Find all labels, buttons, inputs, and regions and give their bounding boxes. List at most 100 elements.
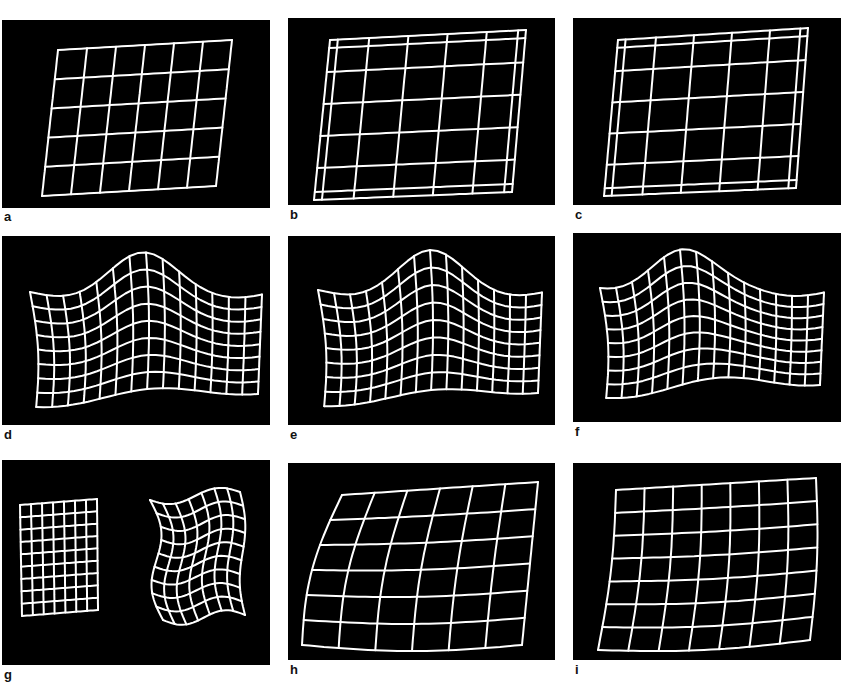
grid-line [606, 377, 820, 398]
grid-line [21, 536, 98, 542]
grid-line [610, 124, 801, 134]
grid-line [326, 355, 539, 378]
grid-line [788, 29, 800, 189]
grid-line [719, 33, 732, 191]
grid-line [30, 253, 262, 298]
grid-line [20, 511, 97, 517]
grid-line [607, 364, 820, 385]
grid-line [35, 287, 261, 324]
grid-line [354, 38, 370, 198]
grid-line [330, 509, 535, 520]
grid-line [152, 583, 240, 598]
grid-line [314, 40, 330, 200]
grid-line [326, 338, 539, 364]
grid-line [342, 482, 538, 495]
panel [2, 236, 270, 425]
panel-letter: h [290, 663, 298, 676]
grid-line [216, 40, 232, 186]
grid-line [330, 30, 526, 40]
panel-letter: b [290, 208, 298, 221]
grid-line [608, 348, 821, 370]
warped-grid [20, 28, 824, 651]
grid-line [312, 564, 530, 571]
grid-line [22, 585, 98, 591]
grid-line [150, 500, 163, 620]
grid-line [326, 320, 540, 350]
grid-line [42, 503, 44, 614]
grid-line [598, 640, 810, 651]
grid-line [45, 157, 219, 167]
grid-line [159, 542, 244, 557]
grid-line [307, 591, 528, 597]
panel-letter: i [575, 663, 579, 676]
grid-line [617, 36, 807, 48]
panel-letter: e [290, 428, 297, 441]
grid-line [176, 504, 187, 625]
grid-line [612, 92, 803, 102]
grid-line [302, 645, 522, 651]
grid-line [612, 40, 626, 196]
grid-line [38, 321, 260, 351]
grid-line [36, 388, 258, 407]
grid-line [20, 499, 97, 505]
grid-line [64, 502, 65, 613]
grid-line [22, 598, 98, 604]
panel [288, 463, 555, 660]
panel-letter: d [4, 428, 12, 441]
grid-line [318, 250, 542, 295]
grid-line [512, 30, 526, 192]
grid-line [42, 50, 58, 196]
grid-line [605, 180, 797, 188]
grid-line [324, 95, 521, 104]
grid-line [598, 490, 616, 650]
grid-line [189, 499, 199, 620]
grid-line [155, 556, 242, 571]
grid-line [21, 573, 97, 579]
panel [288, 236, 555, 425]
grid-line [38, 355, 259, 379]
grid-line [163, 504, 175, 625]
grid-line [21, 561, 98, 567]
grid-line [504, 30, 518, 192]
grid-line [129, 45, 145, 191]
grid-line [21, 548, 98, 554]
panel-letter: g [4, 668, 12, 681]
panel [573, 463, 841, 660]
grid-line [607, 156, 799, 165]
panel [573, 233, 841, 422]
grid-line [642, 38, 656, 195]
panel-letter: c [575, 208, 582, 221]
grid-line [320, 536, 533, 545]
grid-line [187, 42, 203, 188]
grid-line [320, 127, 517, 136]
grid-line [603, 266, 824, 307]
grid-line [607, 299, 823, 329]
grid-line [317, 160, 515, 168]
grid-line [214, 488, 221, 610]
grid-line [608, 332, 821, 357]
grid-line [20, 524, 97, 530]
grid-line [604, 40, 618, 196]
panel-letter: a [4, 210, 11, 223]
grid-line [240, 492, 246, 615]
grid-line [156, 597, 242, 612]
grid-line [605, 283, 823, 318]
grid-line [314, 192, 512, 200]
panel [2, 20, 270, 208]
grid-line [55, 69, 229, 79]
grid-line [161, 529, 245, 545]
grid-line [86, 500, 87, 611]
grid-line [58, 40, 232, 50]
grid-line [52, 98, 226, 108]
grid-line [158, 43, 174, 189]
grid-line [393, 36, 408, 197]
grid-line [315, 184, 513, 192]
grid-line [42, 186, 216, 196]
grid-line [615, 60, 805, 71]
grid-line [53, 502, 55, 613]
grid-line [322, 40, 338, 200]
grid-line [227, 489, 233, 612]
grid-line [472, 32, 486, 194]
grid-line [100, 47, 116, 193]
grid-line [304, 618, 525, 624]
